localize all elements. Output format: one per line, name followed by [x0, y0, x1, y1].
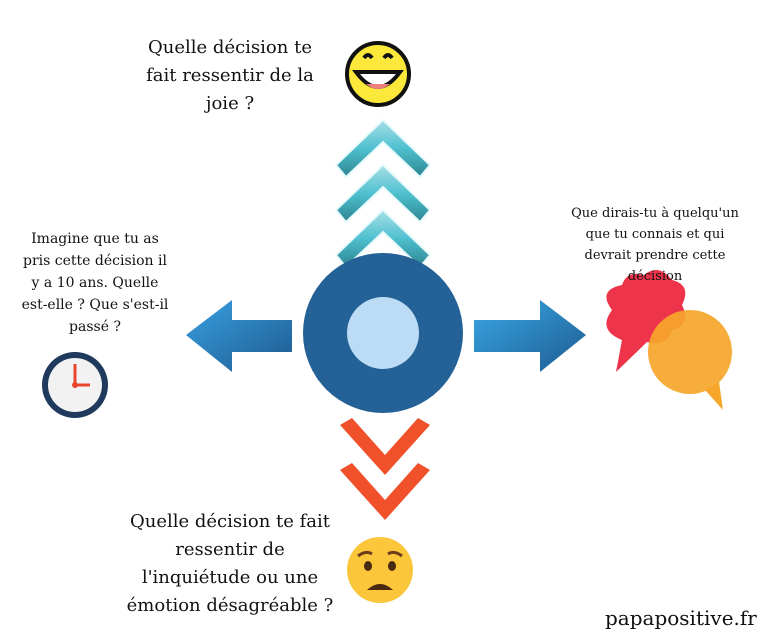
- clock-icon: [42, 352, 108, 418]
- question-worry: Quelle décision te fait ressentir de l'i…: [100, 508, 360, 620]
- question-line: décision: [627, 269, 683, 284]
- question-line: pris cette décision il: [23, 253, 167, 269]
- question-line: devrait prendre cette: [584, 248, 726, 263]
- center-target-icon: [303, 253, 463, 413]
- question-line: joie ?: [205, 93, 255, 114]
- question-ten-years: Imagine que tu as pris cette décision il…: [0, 228, 190, 338]
- question-line: passé ?: [69, 319, 121, 335]
- right-arrow-icon: [474, 300, 586, 372]
- question-advice: Que dirais-tu à quelqu'un que tu connais…: [540, 203, 768, 287]
- left-arrow-icon: [186, 300, 292, 372]
- question-line: y a 10 ans. Quelle: [31, 275, 159, 291]
- happy-face-icon: [345, 41, 411, 107]
- question-line: Quelle décision te: [148, 37, 312, 58]
- question-line: Quelle décision te fait: [129, 511, 331, 532]
- question-line: ressentir de: [175, 539, 285, 560]
- up-chevrons-icon: [334, 118, 432, 269]
- question-joy: Quelle décision te fait ressentir de la …: [110, 34, 350, 118]
- brand-watermark: papapositive.fr: [605, 606, 757, 630]
- question-line: l'inquiétude ou une: [141, 567, 319, 588]
- down-chevrons-icon: [340, 418, 430, 520]
- question-line: fait ressentir de la: [146, 65, 314, 86]
- question-line: émotion désagréable ?: [126, 595, 334, 616]
- question-line: est-elle ? Que s'est-il: [21, 297, 169, 313]
- question-line: que tu connais et qui: [585, 227, 725, 242]
- speech-bubbles-icon: [606, 270, 732, 410]
- worried-face-icon: [347, 537, 413, 603]
- question-line: Imagine que tu as: [31, 231, 159, 247]
- question-line: Que dirais-tu à quelqu'un: [571, 206, 739, 221]
